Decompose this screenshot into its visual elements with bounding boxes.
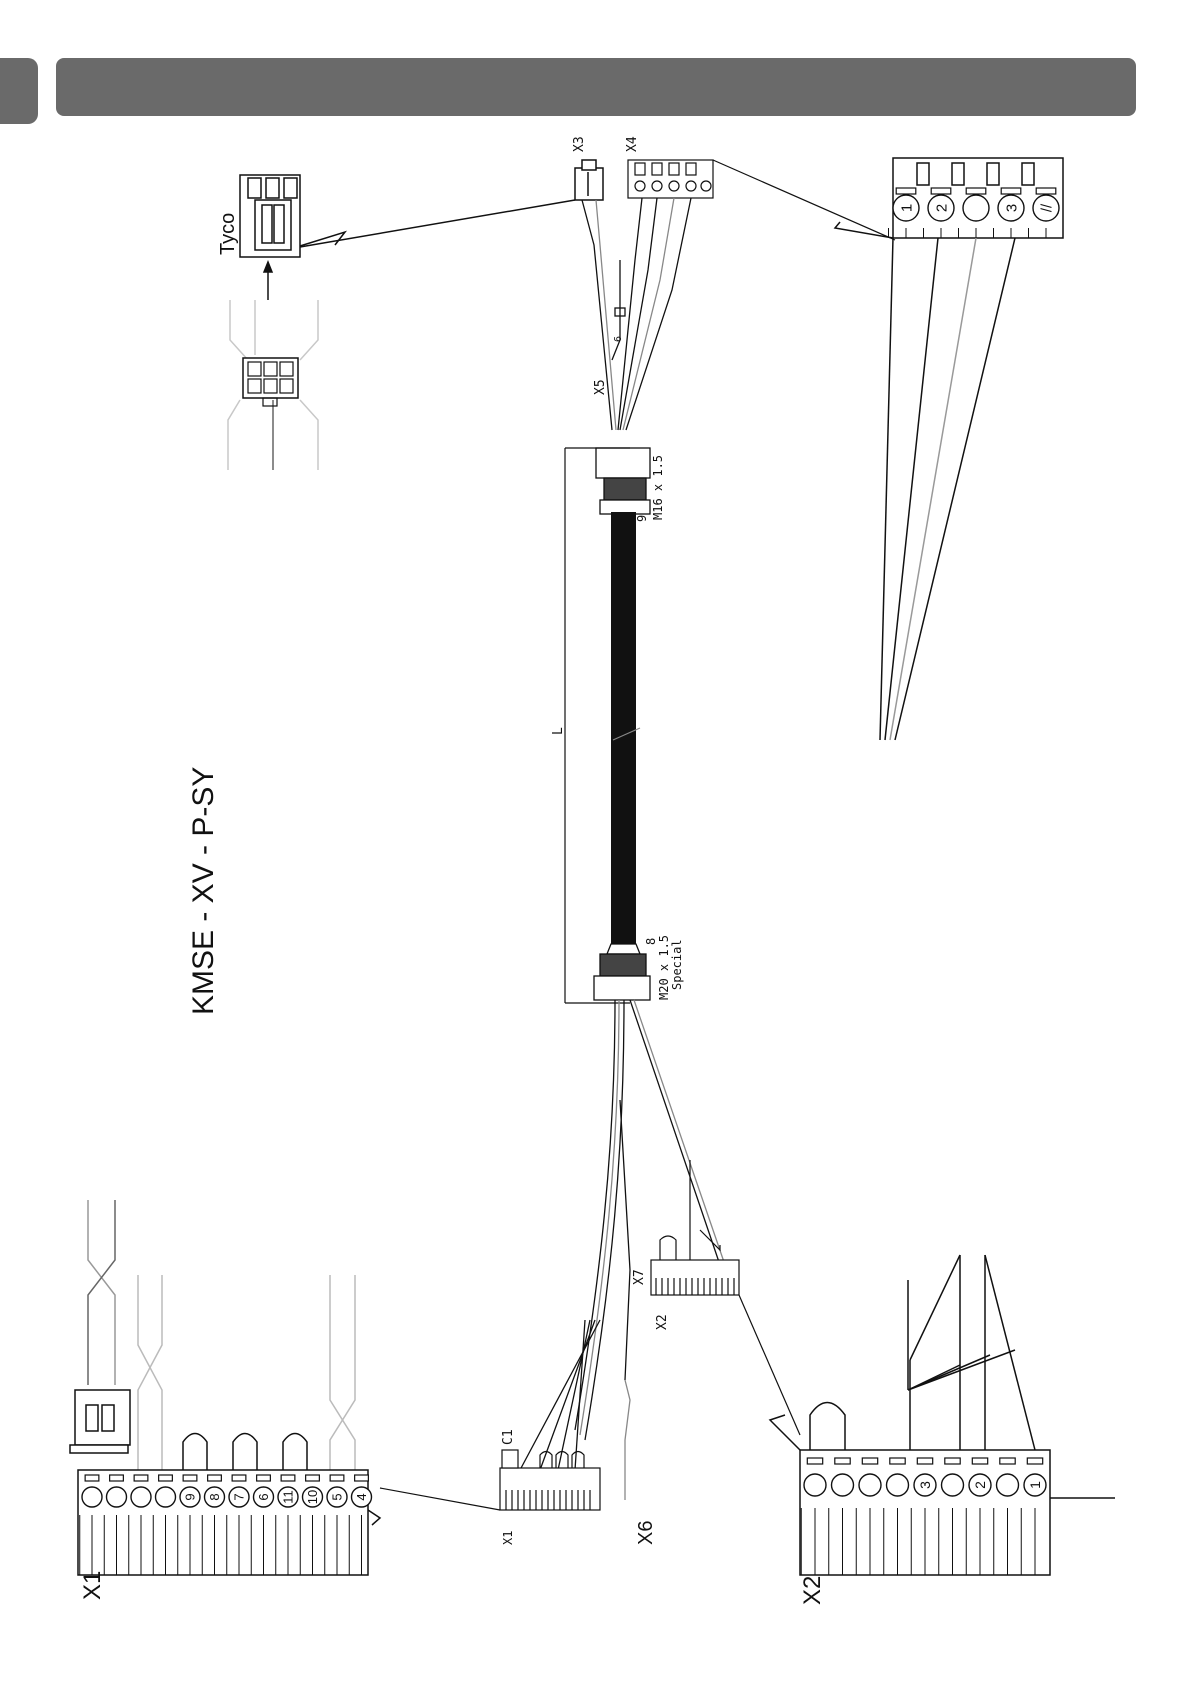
terminal-label: 2 (972, 1481, 988, 1489)
terminal-label: 5 (330, 1493, 345, 1500)
x4-connector (628, 160, 895, 240)
gland-top-size: M16 x 1.5 (651, 455, 665, 520)
bottom-wire-bundle (520, 1000, 724, 1500)
six-pin-plug (228, 300, 318, 470)
gland-m16 (596, 448, 650, 514)
terminal-label: 7 (232, 1493, 247, 1500)
x5-label: X5 (593, 379, 608, 395)
tyco-label: Tyco (217, 213, 239, 255)
terminal-label: 1 (898, 204, 915, 212)
x5-pin-label: 6 (613, 336, 624, 342)
terminal-label: 1 (1027, 1481, 1043, 1489)
terminal-label: 10 (305, 1490, 320, 1504)
c1-label: C1 (501, 1429, 516, 1445)
x2-detail (770, 1255, 1115, 1575)
gland-bottom-note: Special (670, 939, 684, 990)
terminal-label: 2 (933, 204, 950, 212)
terminal-label: // (1038, 203, 1055, 212)
x6-label: X6 (635, 1521, 657, 1545)
x2-big-label: X2 (799, 1576, 826, 1605)
x1-small-label: X1 (501, 1531, 515, 1545)
terminal-label: 8 (207, 1493, 222, 1500)
x3-connector (575, 160, 603, 200)
terminal-label: 3 (917, 1481, 933, 1489)
gland-bottom-size: M20 x 1.5 (657, 935, 671, 1000)
diagram-title: KMSE - XV - P-SY (187, 767, 220, 1015)
x4-detail (835, 158, 1063, 740)
terminal-label: 6 (256, 1493, 271, 1500)
gland-top-number: 9 (635, 515, 649, 522)
gland-m20 (594, 944, 650, 1000)
tyco-connector-detail (240, 175, 575, 300)
terminal-label: 9 (183, 1493, 198, 1500)
length-label: L (551, 727, 566, 735)
x7-label: X7 (632, 1269, 647, 1285)
x3-label: X3 (572, 136, 587, 152)
main-cable (611, 512, 636, 944)
x2-small-connector (651, 1160, 800, 1435)
x4-label: X4 (625, 136, 640, 152)
x1-big-label: X1 (79, 1571, 106, 1600)
terminal-label: 11 (281, 1490, 296, 1504)
gland-bottom-number: 8 (644, 938, 658, 945)
terminal-label: 4 (354, 1493, 369, 1500)
terminal-label: 3 (1003, 204, 1020, 212)
x1-small-connector (380, 1450, 600, 1510)
x2-small-label: X2 (655, 1314, 670, 1330)
